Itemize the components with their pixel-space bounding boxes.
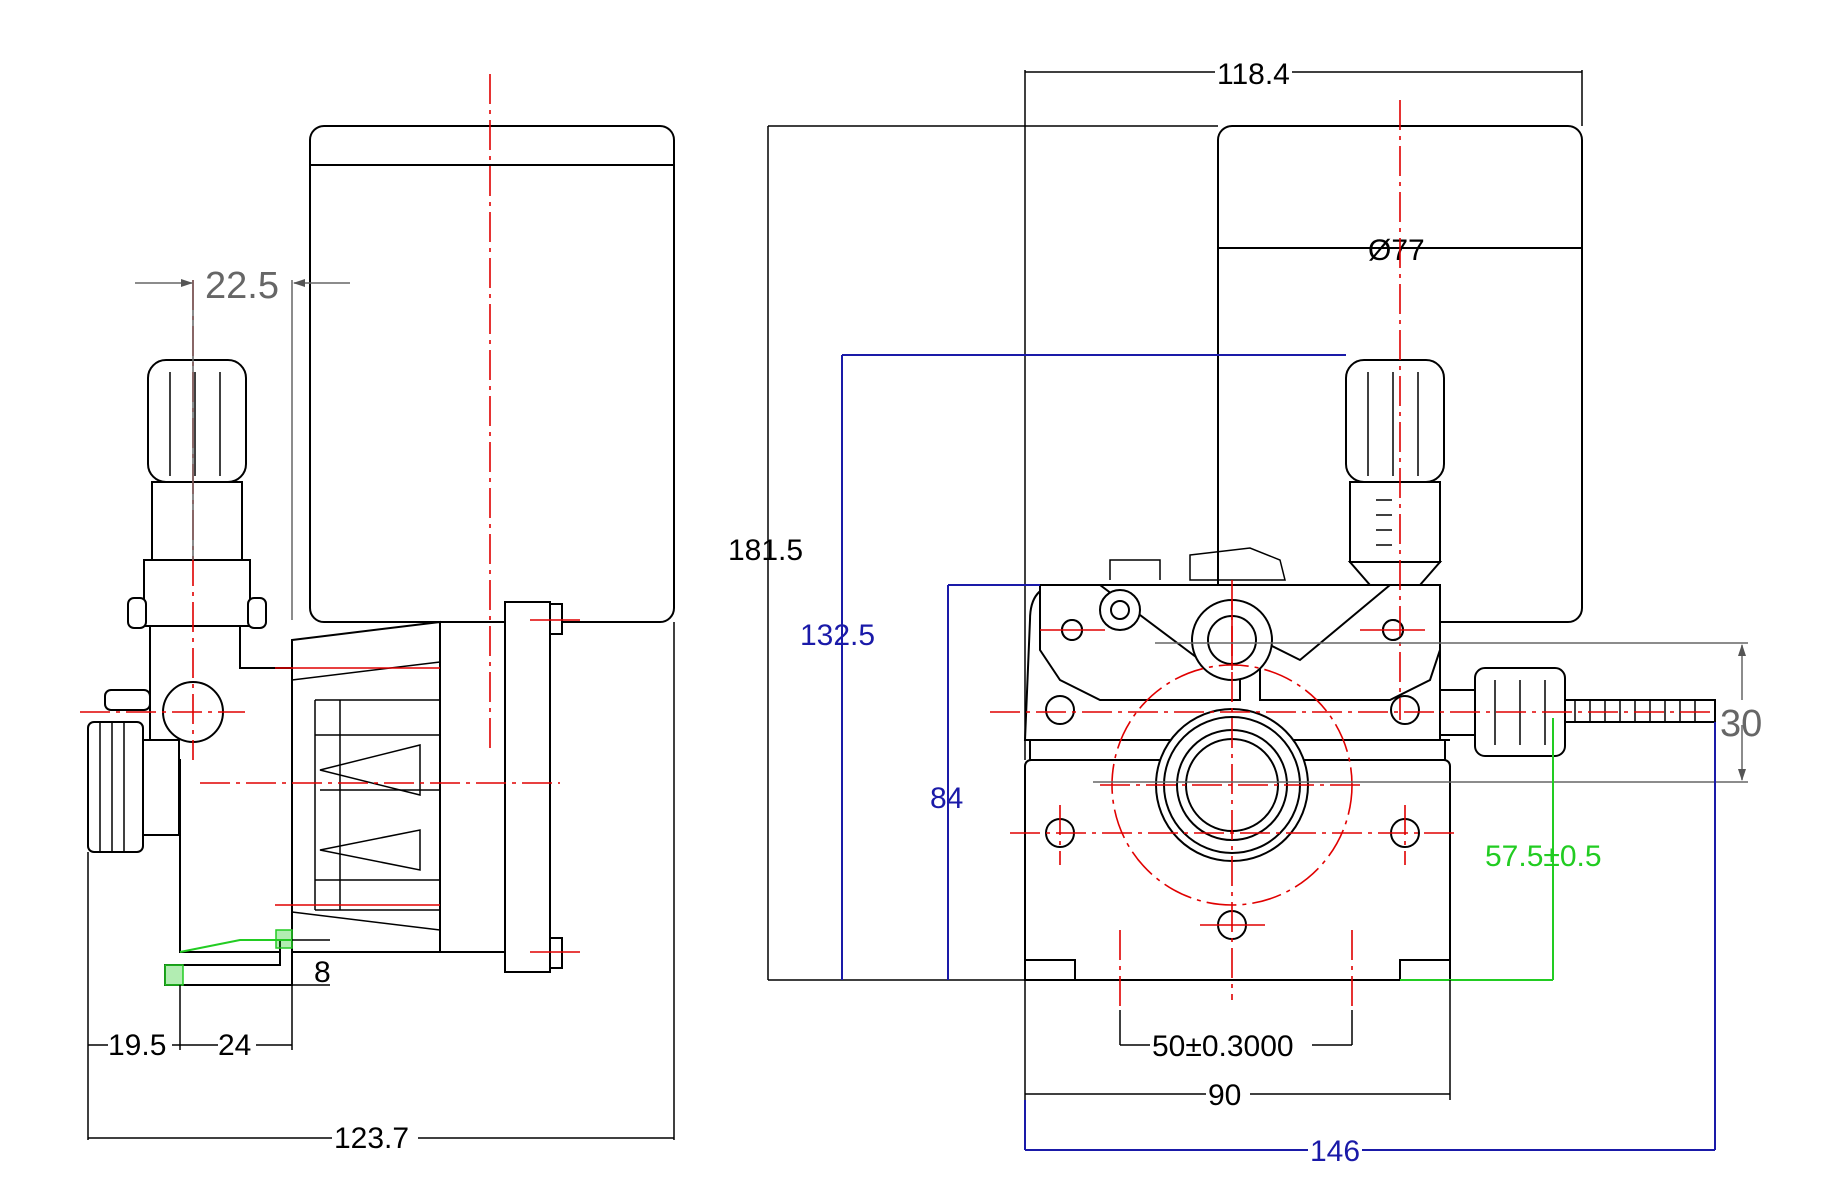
dim-57-5: 57.5±0.5 xyxy=(1485,840,1602,873)
tension-knob xyxy=(127,359,267,629)
dim-118-4: 118.4 xyxy=(1217,58,1290,91)
drive-gear-side xyxy=(87,721,180,853)
dim-146: 146 xyxy=(1310,1135,1360,1168)
dim-181-5: 181.5 xyxy=(728,534,803,567)
dim-8: 8 xyxy=(314,956,331,989)
mounting-flange xyxy=(504,601,551,973)
side-view: 22.5 123.7 19.5 24 8 xyxy=(80,74,675,1155)
mounting-bolts xyxy=(1045,619,1420,940)
dim-132-5: 132.5 xyxy=(800,619,875,652)
motor-housing xyxy=(309,125,675,623)
dim-50: 50±0.3000 xyxy=(1152,1030,1294,1063)
dim-24: 24 xyxy=(218,1029,251,1062)
thread-lines xyxy=(1574,700,1696,722)
front-view: Ø77 xyxy=(728,58,1762,1168)
dim-19-5: 19.5 xyxy=(108,1029,166,1062)
dim-90: 90 xyxy=(1208,1079,1241,1112)
dim-84: 84 xyxy=(930,782,963,815)
dim-22-5: 22.5 xyxy=(205,265,279,307)
dim-123-7: 123.7 xyxy=(334,1122,409,1155)
tension-knob-front xyxy=(1345,359,1445,586)
dim-diameter-77: Ø77 xyxy=(1368,234,1425,267)
dim-30: 30 xyxy=(1720,703,1762,745)
cooling-fins xyxy=(314,699,440,911)
